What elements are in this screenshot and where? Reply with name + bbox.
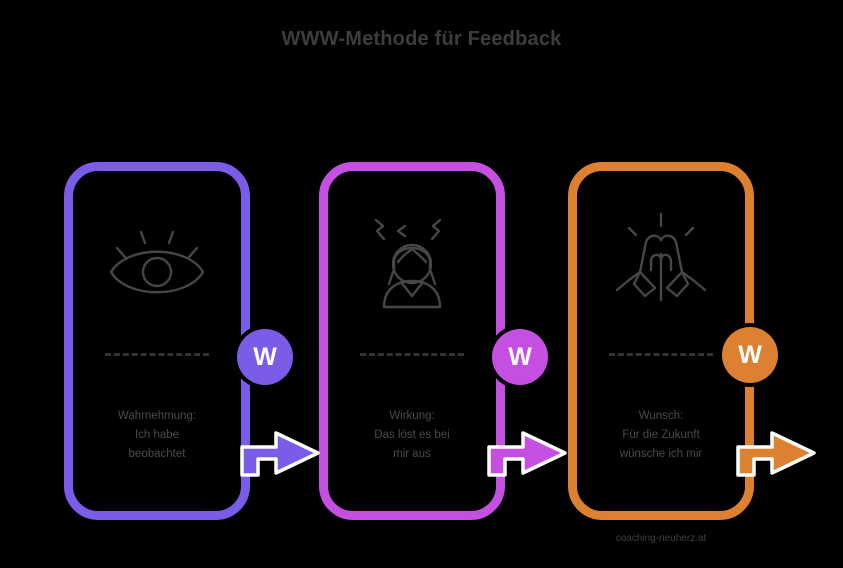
- footer-credit: coaching-neuherz.at: [615, 533, 707, 544]
- card-divider: [609, 353, 713, 356]
- badge-w-wahrnehmung: W: [237, 329, 293, 385]
- step-card-text: Wirkung: Das löst es bei mir aus: [328, 407, 496, 464]
- step-card-text: Wunsch: Für die Zukunft wünsche ich mir: [577, 407, 745, 464]
- step-card-text: Wahrnehmung: Ich habe beobachtet: [73, 407, 241, 464]
- badge-letter: W: [508, 342, 532, 371]
- arrow-step2-to-step3: [487, 423, 571, 477]
- page-title: WWW-Methode für Feedback: [281, 28, 562, 50]
- badge-w-wirkung: W: [492, 329, 548, 385]
- step-card-wunsch: Wunsch: Für die Zukunft wünsche ich mir: [568, 162, 754, 520]
- step-heading: Wirkung:: [389, 410, 435, 422]
- step-line-2: Für die Zukunft: [622, 429, 700, 441]
- badge-connector-stem: [745, 206, 754, 250]
- arrow-step1-to-step2: [240, 423, 324, 477]
- arrow-step3-outward: [736, 423, 820, 477]
- badge-connector-stem: [496, 206, 505, 250]
- step-line-3: mir aus: [393, 448, 431, 460]
- eye-icon: [73, 205, 241, 315]
- step-heading: Wahrnehmung:: [117, 410, 197, 422]
- step-line-3: beobachtet: [128, 448, 186, 460]
- card-divider: [105, 353, 209, 356]
- badge-connector-stem: [241, 206, 250, 250]
- badge-w-wunsch: W: [722, 327, 778, 383]
- stressed-person-icon: [328, 205, 496, 315]
- badge-letter: W: [253, 342, 277, 371]
- step-line-3: wünsche ich mir: [619, 448, 703, 460]
- badge-letter: W: [738, 340, 762, 369]
- step-card-wirkung: Wirkung: Das löst es bei mir aus: [319, 162, 505, 520]
- step-line-2: Ich habe: [134, 429, 180, 441]
- step-line-2: Das löst es bei: [374, 429, 450, 441]
- praying-hands-icon: [577, 205, 745, 315]
- step-heading: Wunsch:: [638, 410, 684, 422]
- step-card-wahrnehmung: Wahrnehmung: Ich habe beobachtet: [64, 162, 250, 520]
- card-divider: [360, 353, 464, 356]
